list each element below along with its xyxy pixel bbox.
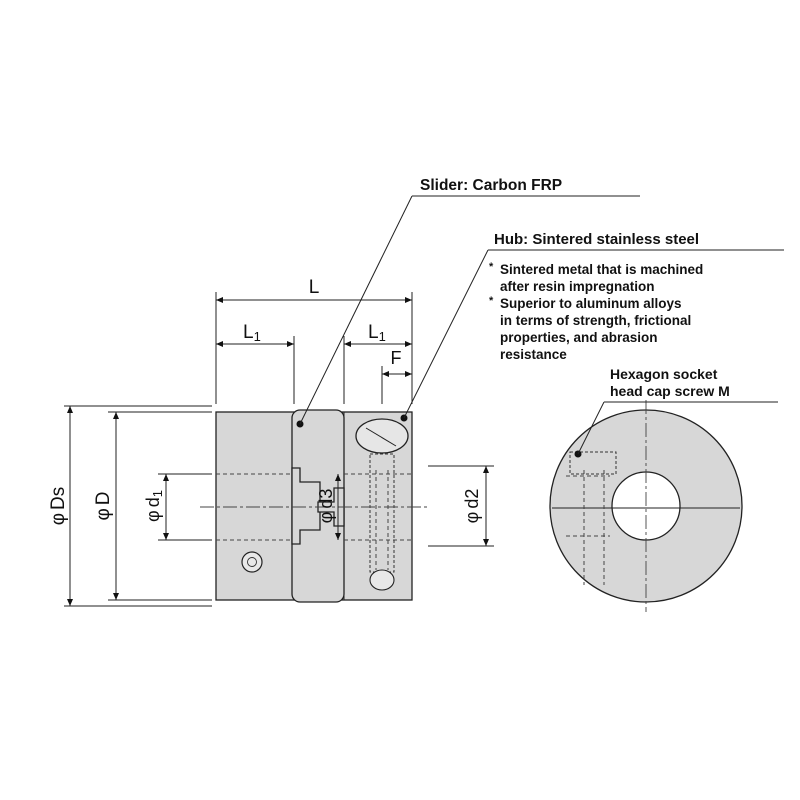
hub-notes: * Sintered metal that is machined after … xyxy=(489,261,703,362)
left-jaw xyxy=(291,467,321,545)
svg-text:*: * xyxy=(489,261,494,273)
dim-L1-right: L1 xyxy=(368,322,386,344)
left-screw-hole xyxy=(241,551,263,573)
dim-F: F xyxy=(391,348,402,368)
screw-tip xyxy=(369,569,395,591)
dim-L1-left: L1 xyxy=(243,322,261,344)
note-1-line-1: Sintered metal that is machined xyxy=(500,262,703,277)
label-hub: Hub: Sintered stainless steel xyxy=(494,231,699,248)
end-view xyxy=(549,400,743,612)
note-2-line-2: in terms of strength, frictional xyxy=(500,313,691,328)
dim-Ds: φDs xyxy=(48,487,69,526)
screw-shank xyxy=(369,453,395,573)
dim-d2: φd2 xyxy=(462,489,482,524)
note-2-line-1: Superior to aluminum alloys xyxy=(500,296,682,311)
label-screw-line-1: Hexagon socket xyxy=(610,366,718,382)
end-screw-head xyxy=(569,451,617,475)
dim-L: L xyxy=(309,277,320,298)
label-screw-line-2: head cap screw M xyxy=(610,383,730,399)
side-view xyxy=(200,409,430,603)
screw-head-top xyxy=(355,418,409,454)
dimensions: L L1 L1 F φDs φD φd1 φd3 φd2 xyxy=(48,277,494,607)
note-1-line-2: after resin impregnation xyxy=(500,279,655,294)
note-2-line-4: resistance xyxy=(500,347,567,362)
dim-d1: φd1 xyxy=(143,490,165,522)
svg-text:*: * xyxy=(489,295,494,307)
dim-D: φD xyxy=(93,491,114,520)
label-slider: Slider: Carbon FRP xyxy=(420,177,562,194)
annotations: Slider: Carbon FRP Hub: Sintered stainle… xyxy=(299,177,784,455)
note-2-line-3: properties, and abrasion xyxy=(500,330,658,345)
dim-d3: φd3 xyxy=(316,489,336,524)
